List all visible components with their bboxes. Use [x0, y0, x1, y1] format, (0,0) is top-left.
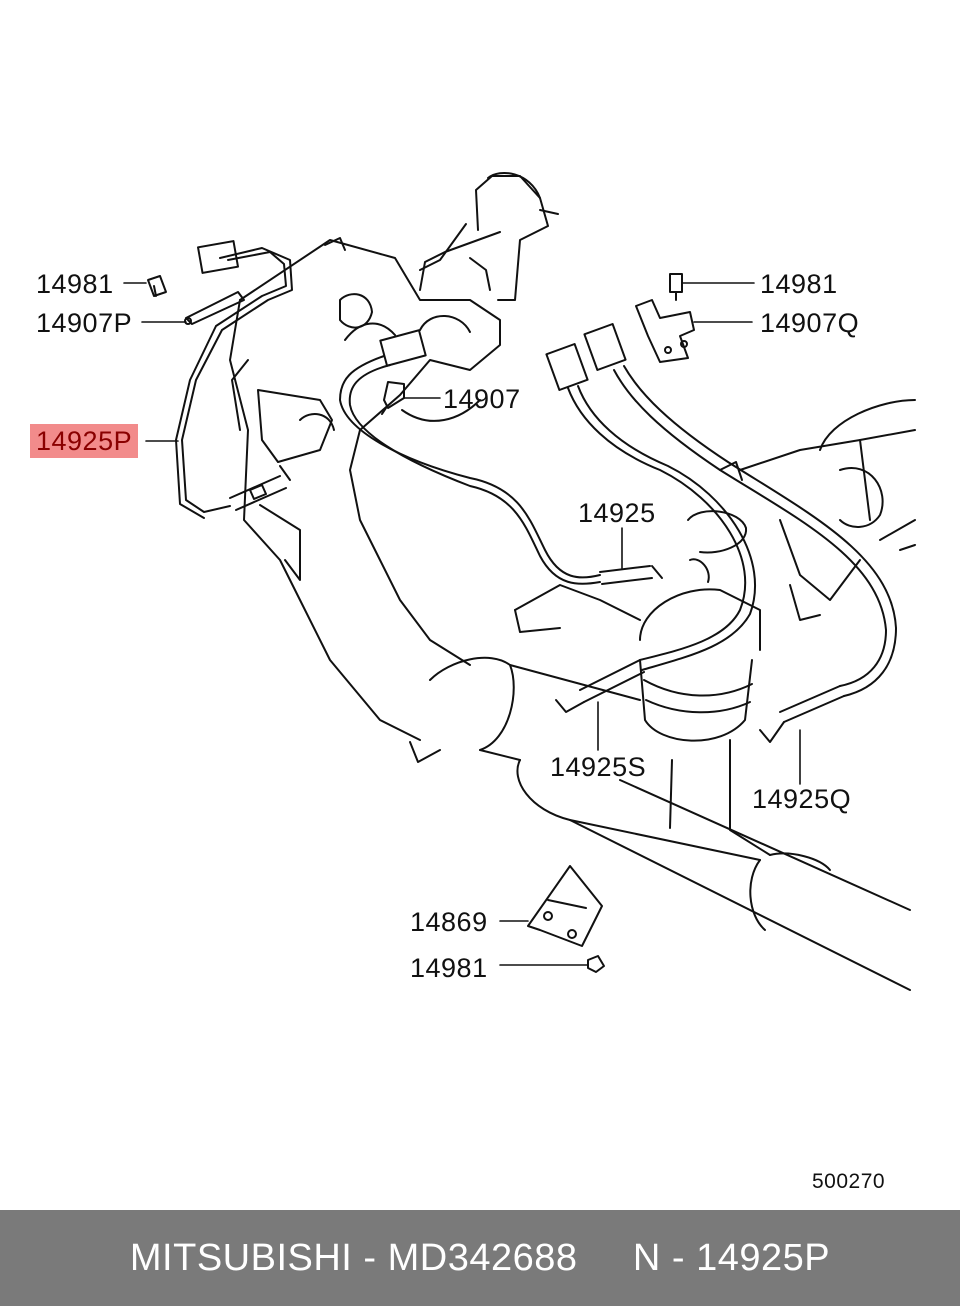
exhaust-sensor-diagram [123, 171, 916, 991]
bolt-14981-top-left [147, 275, 167, 297]
leader-lines [123, 282, 801, 966]
sensor-14925p-harness[interactable] [175, 240, 293, 519]
callout-14925s[interactable]: 14925S [550, 752, 647, 782]
footer-bar: MITSUBISHI - MD342688 N - 14925P [0, 1210, 960, 1306]
callout-14869[interactable]: 14869 [410, 907, 488, 937]
bracket-14907p [184, 291, 245, 325]
footer-text: MITSUBISHI - MD342688 N - 14925P [130, 1237, 830, 1280]
heat-shield-14869 [527, 865, 603, 947]
nut-14981-bottom [587, 955, 605, 973]
callout-14907q[interactable]: 14907Q [760, 308, 860, 338]
sensor-14925q-harness[interactable] [583, 323, 897, 743]
bolt-14981-top-right [669, 273, 683, 301]
sensor-14925-harness[interactable] [339, 329, 663, 585]
callout-14981-top-left[interactable]: 14981 [36, 269, 114, 299]
drawing-number: 500270 [812, 1170, 886, 1193]
exhaust-pipe [429, 656, 911, 991]
turbocharger [719, 399, 916, 621]
footer-part-number: MD342688 [387, 1236, 578, 1279]
exhaust-manifold [229, 171, 559, 763]
callout-14907[interactable]: 14907 [443, 384, 521, 414]
callout-14907p[interactable]: 14907P [36, 308, 133, 338]
footer-gap [578, 1237, 633, 1279]
footer-separator: - [352, 1236, 388, 1279]
callout-14925p-highlighted[interactable]: 14925P [30, 424, 139, 458]
bracket-14907 [381, 381, 405, 415]
footer-brand: MITSUBISHI [129, 1236, 353, 1279]
sensor-14925s-harness[interactable] [545, 343, 756, 713]
footer-reference: N - 14925P [632, 1236, 831, 1279]
callout-14925q[interactable]: 14925Q [752, 784, 852, 814]
callout-14981-bottom[interactable]: 14981 [410, 953, 488, 983]
bracket-14907q [635, 299, 695, 363]
callout-14981-top-right[interactable]: 14981 [760, 269, 838, 299]
callout-14925[interactable]: 14925 [578, 498, 656, 528]
